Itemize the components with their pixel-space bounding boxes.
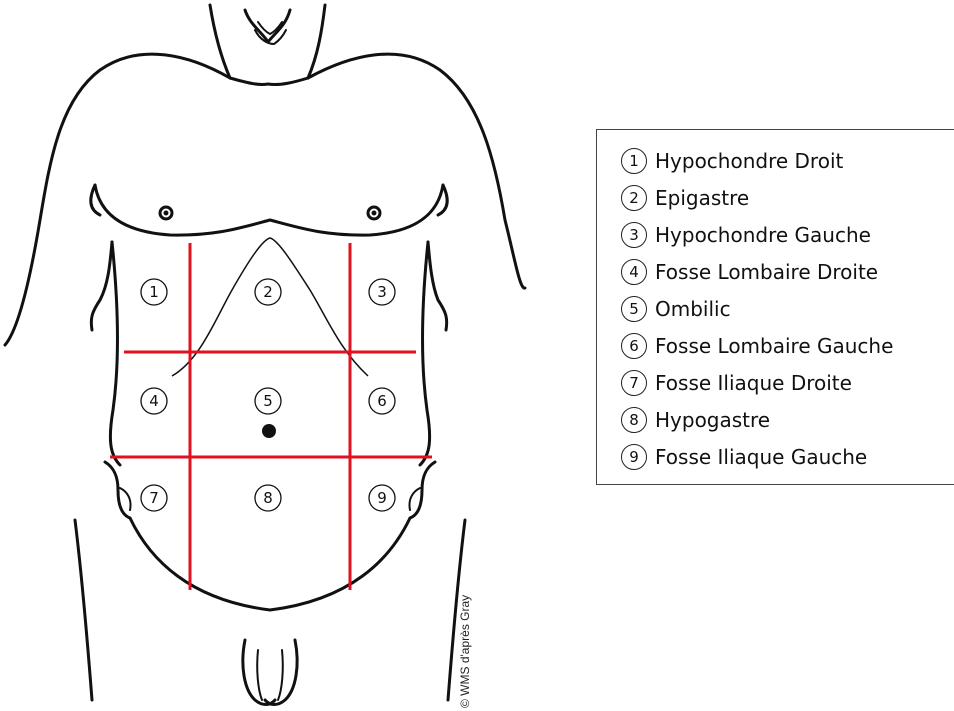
legend-item: 7 Fosse Iliaque Droite: [621, 364, 954, 401]
svg-text:5: 5: [263, 392, 273, 410]
legend-label: Fosse Lombaire Droite: [655, 260, 878, 284]
right-nipple-center: [372, 211, 377, 216]
legend-item: 9 Fosse Iliaque Gauche: [621, 438, 954, 475]
region-label-5: 5: [255, 388, 281, 414]
legend-item: 3 Hypochondre Gauche: [621, 216, 954, 253]
legend-label: Fosse Iliaque Gauche: [655, 445, 867, 469]
legend-number: 9: [621, 444, 647, 470]
copyright-credit: © WMS d'après Gray: [458, 595, 472, 708]
svg-text:9: 9: [377, 489, 387, 507]
region-label-8: 8: [255, 485, 281, 511]
legend-number: 2: [621, 185, 647, 211]
legend-label: Hypogastre: [655, 408, 770, 432]
svg-text:4: 4: [149, 392, 159, 410]
legend-item: 6 Fosse Lombaire Gauche: [621, 327, 954, 364]
legend-number: 8: [621, 407, 647, 433]
region-label-3: 3: [369, 279, 395, 305]
region-label-6: 6: [369, 388, 395, 414]
region-label-7: 7: [141, 485, 167, 511]
legend-number: 3: [621, 222, 647, 248]
legend-label: Fosse Lombaire Gauche: [655, 334, 893, 358]
legend-box: 1 Hypochondre Droit 2 Epigastre 3 Hypochond…: [596, 129, 954, 485]
region-label-1: 1: [141, 279, 167, 305]
legend-item: 2 Epigastre: [621, 179, 954, 216]
legend-label: Hypochondre Gauche: [655, 223, 871, 247]
legend-label: Epigastre: [655, 186, 749, 210]
svg-text:2: 2: [263, 283, 273, 301]
svg-text:7: 7: [149, 489, 159, 507]
legend-label: Fosse Iliaque Droite: [655, 371, 852, 395]
legend-number: 6: [621, 333, 647, 359]
legend-number: 7: [621, 370, 647, 396]
region-labels: 1 2 3 4 5 6 7 8 9: [141, 279, 395, 511]
legend-item: 4 Fosse Lombaire Droite: [621, 253, 954, 290]
legend-item: 8 Hypogastre: [621, 401, 954, 438]
torso-outline: [5, 5, 525, 705]
region-label-4: 4: [141, 388, 167, 414]
navel: [262, 424, 276, 438]
svg-text:6: 6: [377, 392, 387, 410]
legend-number: 4: [621, 259, 647, 285]
left-nipple-center: [164, 211, 169, 216]
svg-text:8: 8: [263, 489, 273, 507]
svg-text:1: 1: [149, 283, 159, 301]
region-label-9: 9: [369, 485, 395, 511]
legend-label: Hypochondre Droit: [655, 149, 843, 173]
svg-text:3: 3: [377, 283, 387, 301]
legend-item: 5 Ombilic: [621, 290, 954, 327]
region-label-2: 2: [255, 279, 281, 305]
costal-margin-line: [172, 238, 368, 376]
legend-number: 5: [621, 296, 647, 322]
legend-item: 1 Hypochondre Droit: [621, 142, 954, 179]
legend-label: Ombilic: [655, 297, 731, 321]
legend-number: 1: [621, 148, 647, 174]
